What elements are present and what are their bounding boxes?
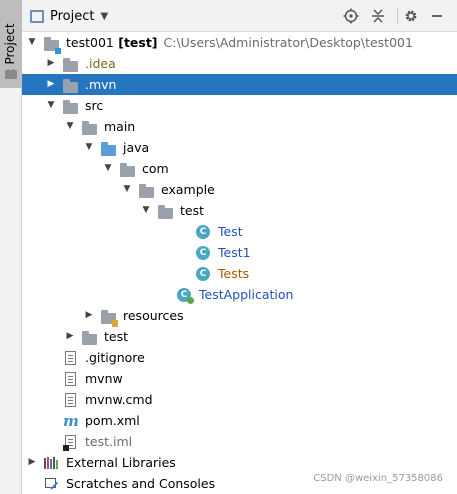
tree-node[interactable]: test.iml	[22, 431, 457, 452]
folder-icon	[82, 119, 98, 135]
tree-node[interactable]: mvnw.cmd	[22, 389, 457, 410]
tree-node-label: .mvn	[85, 77, 117, 92]
tree-node[interactable]: ▼ com	[22, 158, 457, 179]
tree-node[interactable]: ▶ .mvn	[22, 74, 457, 95]
project-panel-header: Project ▼	[22, 0, 457, 32]
tree-node-label: Test	[218, 224, 243, 239]
folder-icon	[63, 56, 79, 72]
maven-icon: m	[63, 412, 79, 430]
tree-node-label: com	[142, 161, 169, 176]
tree-node[interactable]: ▼ test	[22, 200, 457, 221]
folder-icon	[120, 161, 136, 177]
libraries-icon	[44, 455, 60, 470]
tree-node-label: TestApplication	[199, 287, 294, 302]
tree-node-label: Scratches and Consoles	[66, 476, 216, 491]
tree-node[interactable]: C Test1	[22, 242, 457, 263]
project-tree[interactable]: ▼ test001 [test]C:\Users\Administrator\De…	[22, 32, 457, 494]
tree-node-label: .idea	[85, 56, 116, 71]
gear-icon[interactable]	[403, 8, 419, 24]
tree-node[interactable]: ▼ src	[22, 95, 457, 116]
tree-node[interactable]: C TestApplication	[22, 284, 457, 305]
tree-node-label: mvnw.cmd	[85, 392, 153, 407]
module-name: [test]	[113, 35, 158, 50]
watermark: CSDN @weixin_57358086	[313, 473, 443, 484]
tree-node-label: test001 [test]C:\Users\Administrator\Des…	[66, 35, 413, 50]
tree-node-label: External Libraries	[66, 455, 176, 470]
module-file-icon	[63, 434, 79, 451]
tree-node-label: Tests	[218, 266, 250, 281]
tree-node-label: .gitignore	[85, 350, 145, 365]
tree-node[interactable]: m pom.xml	[22, 410, 457, 431]
scratches-icon	[44, 476, 60, 491]
locate-file-icon[interactable]	[343, 8, 359, 24]
tree-node-label: example	[161, 182, 215, 197]
folder-icon	[63, 77, 79, 93]
tree-node[interactable]: ▶ test	[22, 326, 457, 347]
chevron-right-icon[interactable]: ▶	[85, 310, 93, 320]
tree-node-label: resources	[123, 308, 184, 323]
spring-app-class-icon: C	[177, 287, 194, 304]
chevron-right-icon[interactable]: ▶	[66, 331, 74, 341]
header-divider	[397, 8, 398, 24]
project-view-icon	[30, 9, 44, 23]
text-file-icon	[63, 392, 79, 407]
tree-node[interactable]: ▼ java	[22, 137, 457, 158]
chevron-down-icon[interactable]: ▼	[142, 205, 150, 215]
chevron-down-icon[interactable]: ▼	[66, 121, 74, 131]
java-class-icon: C	[196, 224, 212, 239]
folder-icon	[82, 329, 98, 345]
tree-node-label: pom.xml	[85, 413, 140, 428]
chevron-right-icon[interactable]: ▶	[47, 79, 55, 89]
minimize-icon[interactable]	[429, 8, 445, 24]
module-path: C:\Users\Administrator\Desktop\test001	[163, 35, 413, 50]
tree-node-label: main	[104, 119, 136, 134]
chevron-down-icon[interactable]: ▼	[104, 163, 112, 173]
tree-node[interactable]: ▶ External Libraries	[22, 452, 457, 473]
folder-icon	[5, 70, 17, 79]
tree-node[interactable]: ▶ .idea	[22, 53, 457, 74]
tree-node[interactable]: mvnw	[22, 368, 457, 389]
tree-node[interactable]: Scratches and Consoles	[22, 473, 457, 494]
panel-title: Project	[50, 8, 95, 24]
chevron-down-icon[interactable]: ▼	[28, 37, 36, 47]
collapse-all-icon[interactable]	[370, 8, 386, 24]
tree-node[interactable]: C Tests	[22, 263, 457, 284]
source-folder-icon	[101, 140, 117, 156]
text-file-icon	[63, 350, 79, 365]
tree-node[interactable]: C Test	[22, 221, 457, 242]
chevron-down-icon[interactable]: ▼	[47, 100, 55, 110]
tree-node-label: mvnw	[85, 371, 123, 386]
project-tool-tab[interactable]: 1: Project	[0, 0, 22, 88]
tree-node[interactable]: .gitignore	[22, 347, 457, 368]
tree-node[interactable]: ▶ resources	[22, 305, 457, 327]
tree-node-label: Test1	[218, 245, 251, 260]
java-class-icon: C	[196, 266, 212, 281]
tree-node-label: src	[85, 98, 104, 113]
view-selector[interactable]: Project ▼	[30, 7, 108, 25]
tree-node-label: test	[180, 203, 205, 218]
module-folder-icon	[44, 35, 61, 54]
resources-folder-icon	[101, 308, 118, 327]
folder-icon	[158, 203, 174, 219]
tree-node[interactable]: ▼ main	[22, 116, 457, 137]
chevron-down-icon[interactable]: ▼	[85, 142, 93, 152]
java-class-icon: C	[196, 245, 212, 260]
tool-window-strip: 1: Project	[0, 0, 22, 494]
tree-node-label: test	[104, 329, 129, 344]
tree-node-label: java	[123, 140, 150, 155]
folder-icon	[139, 182, 155, 198]
tree-node-label: test.iml	[85, 434, 133, 449]
tree-node[interactable]: ▼ test001 [test]C:\Users\Administrator\De…	[22, 32, 457, 54]
chevron-down-icon: ▼	[100, 10, 109, 22]
chevron-right-icon[interactable]: ▶	[28, 457, 36, 467]
chevron-right-icon[interactable]: ▶	[47, 58, 55, 68]
text-file-icon	[63, 371, 79, 386]
chevron-down-icon[interactable]: ▼	[123, 184, 131, 194]
folder-icon	[63, 98, 79, 114]
tree-node[interactable]: ▼ example	[22, 179, 457, 200]
